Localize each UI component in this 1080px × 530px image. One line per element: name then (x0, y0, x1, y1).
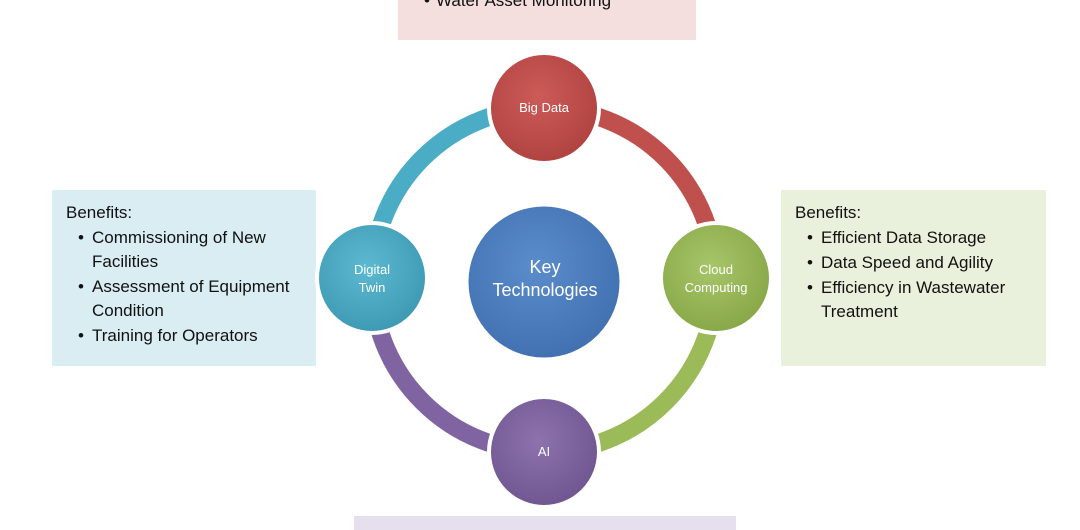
cloud-computing-label-line1: Cloud (699, 262, 733, 277)
digital-twin-label-line1: Digital (354, 262, 390, 277)
cloud-computing-benefits-box: Benefits: Efficient Data Storage Data Sp… (781, 190, 1046, 366)
big-data-circle (487, 51, 601, 165)
center-label-line2: Technologies (492, 280, 597, 300)
benefit-item: Assessment of Equipment Condition (78, 275, 302, 323)
cloud-computing-benefits-title: Benefits: (795, 203, 862, 222)
big-data-benefit-item: Water Asset Monitoring (424, 0, 611, 12)
digital-twin-benefits-title: Benefits: (66, 203, 133, 222)
benefit-item: Commissioning of New Facilities (78, 226, 302, 274)
ai-label: AI (538, 444, 550, 459)
cloud-computing-label-line2: Computing (685, 280, 748, 295)
cloud-computing-circle (659, 221, 773, 335)
benefit-item: Efficient Data Storage (807, 226, 1032, 250)
big-data-benefits-box: Water Asset Monitoring (398, 0, 696, 40)
digital-twin-circle (315, 221, 429, 335)
ai-circle (487, 395, 601, 509)
cloud-computing-benefits-list: Efficient Data Storage Data Speed and Ag… (795, 226, 1032, 324)
benefit-item: Efficiency in Wastewater Treatment (807, 276, 1032, 324)
benefit-item: Data Speed and Agility (807, 251, 1032, 275)
digital-twin-benefits-box: Benefits: Commissioning of New Facilitie… (52, 190, 316, 366)
center-circle (465, 203, 623, 361)
benefit-item: Training for Operators (78, 324, 302, 348)
digital-twin-benefits-list: Commissioning of New Facilities Assessme… (66, 226, 302, 348)
center-label-line1: Key (529, 257, 560, 277)
ai-benefits-box (354, 516, 736, 530)
digital-twin-label-line2: Twin (359, 280, 386, 295)
big-data-label: Big Data (519, 100, 570, 115)
